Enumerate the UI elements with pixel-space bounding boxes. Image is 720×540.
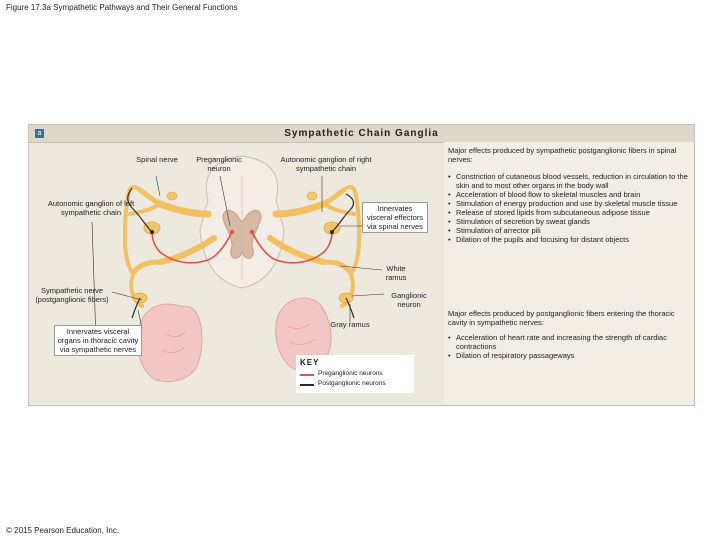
spinal-effects-title: Major effects produced by sympathetic po… [448, 146, 677, 164]
panel-title: Sympathetic Chain Ganglia [284, 128, 439, 139]
preganglionic-pathways [151, 231, 333, 264]
label-white-ramus: White ramus [385, 264, 407, 282]
label-innervates-visceral: Innervates visceral effectors via spinal… [362, 202, 428, 233]
thoracic-effect-item: Dilation of respiratory passageways [448, 351, 688, 360]
left-nerves [122, 184, 217, 308]
spinal-effect-item: Acceleration of blood flow to skeletal m… [448, 190, 688, 199]
preganglionic-key-label: Preganglionic neurons [318, 370, 383, 377]
spinal-effect-item: Stimulation of energy production and use… [448, 199, 688, 208]
spinal-effect-item: Stimulation of arrector pili [448, 226, 688, 235]
spinal-effect-item: Stimulation of secretion by sweat glands [448, 217, 688, 226]
left-lung [137, 303, 203, 382]
left-preganglionic-cell-body [229, 229, 235, 235]
preganglionic-key-swatch [300, 374, 314, 376]
label-innervates-thoracic: Innervates visceral organs in thoracic c… [54, 325, 142, 356]
thoracic-effects-list: Acceleration of heart rate and increasin… [448, 333, 688, 360]
key-legend: KEY Preganglionic neurons Postganglionic… [296, 355, 414, 393]
leader-lines [91, 175, 385, 341]
label-ganglionic-neuron: Ganglionic neuron [391, 291, 427, 309]
label-gray-ramus: Gray ramus [330, 320, 370, 329]
right-nerves [267, 184, 362, 308]
key-title: KEY [300, 358, 320, 367]
label-spinal-nerve: Spinal nerve [136, 155, 178, 164]
thoracic-effects-title: Major effects produced by postganglionic… [448, 309, 675, 327]
panel-badge: a [35, 129, 44, 138]
copyright: © 2015 Pearson Education, Inc. [6, 526, 120, 535]
spinal-effect-item: Release of stored lipids from subcutaneo… [448, 208, 688, 217]
postganglionic-key-label: Postganglionic neurons [318, 380, 386, 387]
postganglionic-pathways [127, 187, 355, 319]
label-sympathetic-nerve: Sympathetic nerve (postganglionic fibers… [35, 286, 109, 304]
spinal-effect-item: Constriction of cutaneous blood vessels,… [448, 172, 688, 190]
postganglionic-key-swatch [300, 384, 314, 386]
right-preganglionic-cell-body [249, 229, 255, 235]
spinal-effect-item: Dilation of the pupils and focusing for … [448, 235, 688, 244]
thoracic-effect-item: Acceleration of heart rate and increasin… [448, 333, 688, 351]
label-autonomic-ganglion-right: Autonomic ganglion of right sympathetic … [280, 155, 372, 173]
spinal-effects-list: Constriction of cutaneous blood vessels,… [448, 172, 688, 244]
slide-title: Figure 17.3a Sympathetic Pathways and Th… [6, 3, 238, 12]
label-autonomic-ganglion-left: Autonomic ganglion of left sympathetic c… [47, 199, 135, 217]
label-preganglionic-neuron: Preganglionic neuron [196, 155, 242, 173]
panel-header: a Sympathetic Chain Ganglia [29, 125, 694, 143]
